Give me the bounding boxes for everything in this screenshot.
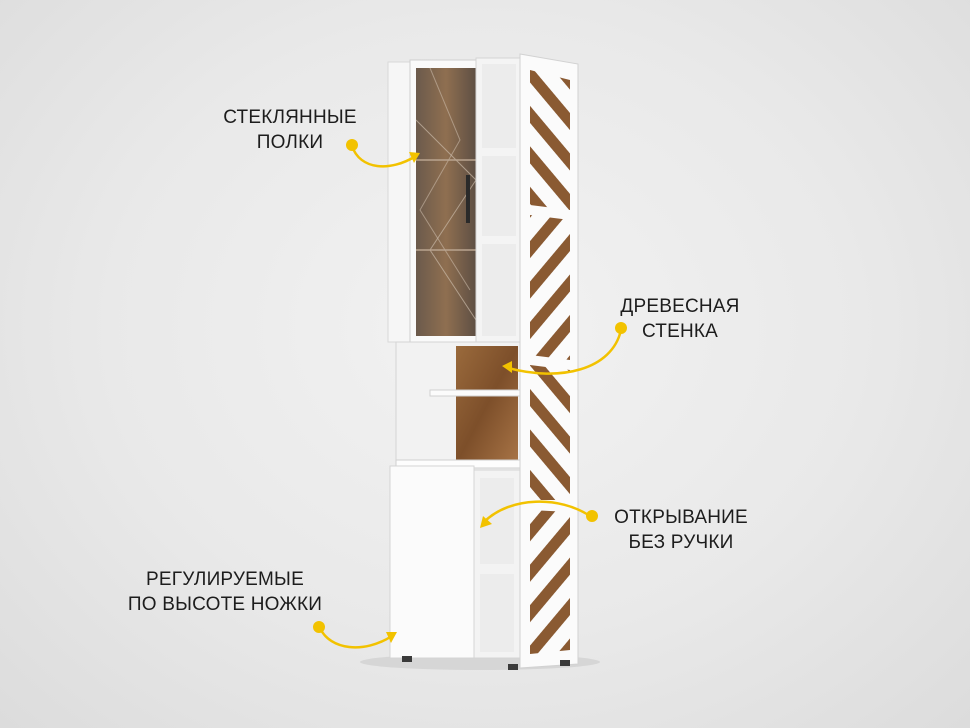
door-handle	[466, 175, 470, 223]
pointer-wood-wall	[502, 329, 623, 375]
label-line: ДРЕВЕСНАЯ	[620, 296, 740, 317]
label-line: СТЕКЛЯННЫЕ	[223, 107, 357, 128]
label-line: РЕГУЛИРУЕМЫЕ	[146, 569, 304, 590]
upper-open-shelves	[475, 57, 521, 343]
lattice-side-panel	[519, 53, 579, 669]
bottom-cabinet	[389, 465, 521, 659]
pointer-dot	[586, 510, 598, 522]
leg	[560, 660, 570, 666]
label-line: ОТКРЫВАНИЕ	[614, 507, 748, 528]
leg	[508, 664, 518, 670]
label-glass-shelves: СТЕКЛЯННЫЕ ПОЛКИ	[205, 105, 375, 155]
label-line: ПОЛКИ	[256, 132, 324, 153]
leg	[402, 656, 412, 662]
label-wood-wall: ДРЕВЕСНАЯ СТЕНКА	[600, 294, 760, 344]
pointer-dot	[313, 621, 325, 633]
pointer-dot	[615, 322, 627, 334]
label-line: БЕЗ РУЧКИ	[628, 532, 734, 553]
middle-niche	[395, 341, 521, 469]
label-line: ПО ВЫСОТЕ НОЖКИ	[127, 594, 323, 615]
label-adjustable-legs: РЕГУЛИРУЕМЫЕ ПО ВЫСОТЕ НОЖКИ	[100, 567, 350, 617]
pointer-adjustable-legs	[318, 627, 397, 649]
label-line: СТЕНКА	[641, 321, 719, 342]
label-handleless: ОТКРЫВАНИЕ БЕЗ РУЧКИ	[596, 505, 766, 555]
glass-door	[409, 59, 481, 343]
pointer-dot	[346, 139, 358, 151]
pointer-handleless	[480, 500, 591, 528]
pointer-glass-shelves	[350, 145, 420, 168]
